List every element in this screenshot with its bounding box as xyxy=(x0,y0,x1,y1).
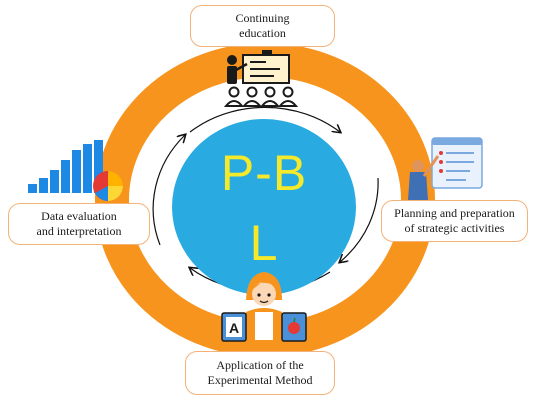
stage-label-line2: and interpretation xyxy=(36,224,122,238)
stage-continuing-education: Continuing education xyxy=(190,5,335,47)
center-circle xyxy=(172,119,356,295)
stage-label-line1: Data evaluation xyxy=(41,209,117,223)
data-chart-icon xyxy=(28,140,123,201)
card-letter-a: A xyxy=(229,320,239,336)
pbl-title-line1: P-B xyxy=(220,145,308,201)
stage-planning-preparation: Planning and preparation of strategic ac… xyxy=(381,200,528,242)
stage-label-line2: Experimental Method xyxy=(207,373,313,387)
stage-label-line1: Application of the xyxy=(216,358,304,372)
stage-label-line2: of strategic activities xyxy=(404,221,505,235)
stage-label-line1: Continuing xyxy=(235,11,290,25)
cycle-arrow-left xyxy=(152,135,185,246)
stage-data-evaluation: Data evaluation and interpretation xyxy=(8,203,150,245)
planning-checklist-icon xyxy=(408,137,483,200)
cycle-arrow-right xyxy=(340,177,379,262)
stage-label-line1: Planning and preparation xyxy=(394,206,515,220)
student-experiment-icon: A xyxy=(221,272,307,342)
stage-label-line2: education xyxy=(239,26,286,40)
cycle-arrow-top xyxy=(189,106,340,132)
pbl-title-line2: L xyxy=(249,215,279,271)
teacher-presentation-icon xyxy=(223,50,299,107)
stage-experimental-method: Application of the Experimental Method xyxy=(185,351,335,395)
